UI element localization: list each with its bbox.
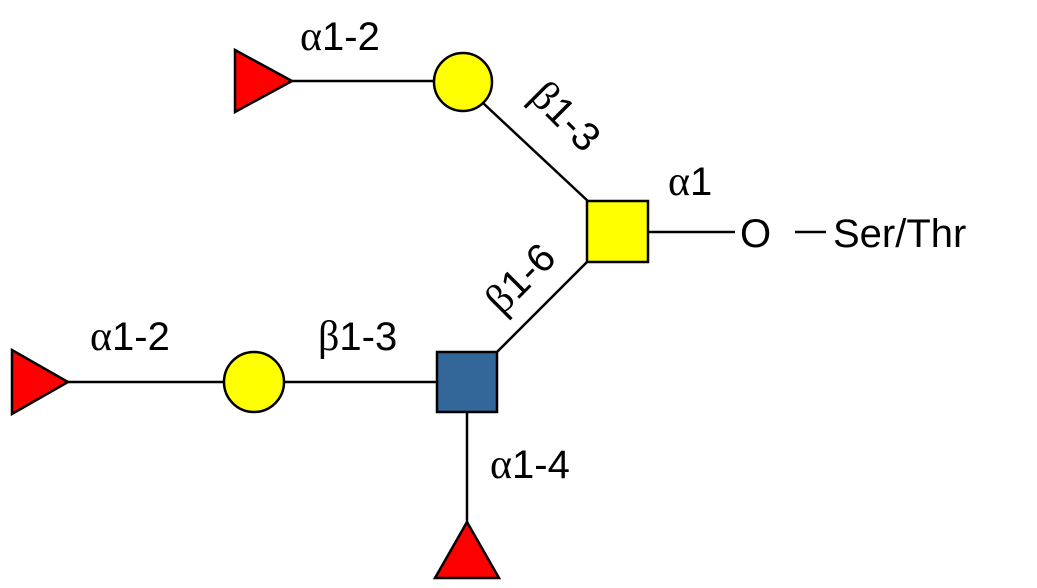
linkage-top-fuc: α1-2	[300, 14, 380, 60]
galactose-circle-top	[432, 51, 494, 113]
linkage-bottom-fuc: α1-2	[90, 314, 170, 360]
linkage-glcnac-fuc: α1-4	[490, 442, 570, 488]
fucose-triangle-left	[10, 347, 71, 417]
linkage-core: α1	[668, 159, 712, 205]
bond-top-gal-galnac	[482, 102, 591, 204]
oxygen-label: O	[740, 212, 771, 256]
linkage-branch: β1-6	[477, 235, 566, 324]
galactose-circle-bottom	[222, 350, 286, 414]
fucose-triangle-top	[233, 47, 295, 115]
fucose-triangle-bottom	[432, 519, 502, 580]
galnac-square	[585, 199, 650, 264]
linkage-top-gal: β1-3	[521, 73, 610, 162]
serthr-label: Ser/Thr	[833, 212, 966, 256]
linkage-bottom-gal: β1-3	[318, 314, 397, 360]
bond-galnac-glcnac	[495, 260, 589, 354]
glcnac-square	[435, 350, 499, 414]
